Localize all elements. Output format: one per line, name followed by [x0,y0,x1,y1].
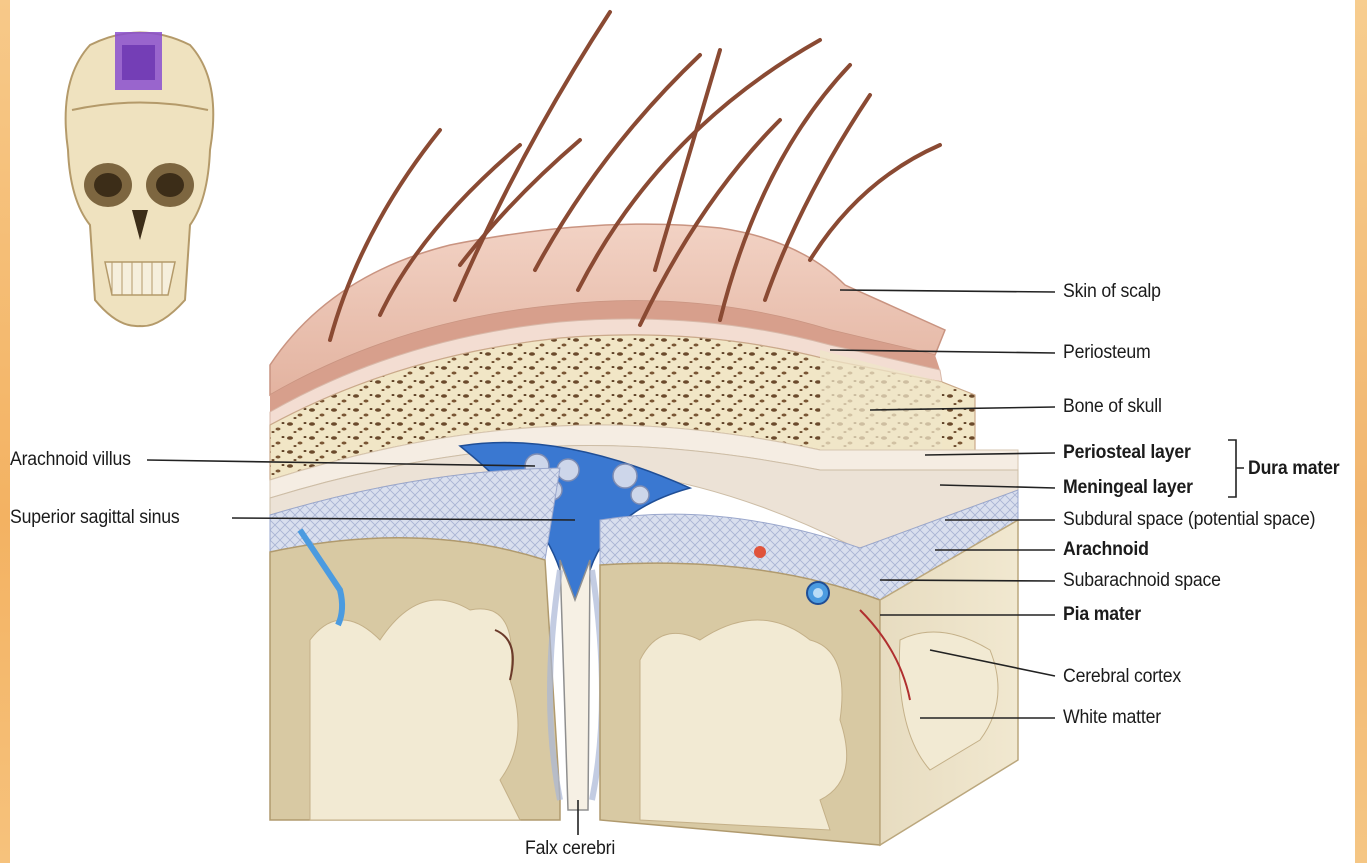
label-arachnoid: Arachnoid [1063,539,1149,561]
label-bone-of-skull: Bone of skull [1063,396,1162,418]
label-meningeal-layer: Meningeal layer [1063,477,1193,499]
label-periosteal-layer: Periosteal layer [1063,442,1191,464]
label-arachnoid-villus: Arachnoid villus [10,449,131,471]
label-subarachnoid-space: Subarachnoid space [1063,570,1221,592]
label-cerebral-cortex: Cerebral cortex [1063,666,1181,688]
label-periosteum: Periosteum [1063,342,1151,364]
left-hemisphere [270,538,560,820]
label-superior-sagittal-sinus: Superior sagittal sinus [10,507,180,529]
label-white-matter: White matter [1063,707,1161,729]
label-subdural-space: Subdural space (potential space) [1063,509,1315,531]
skull-locator-icon [66,32,214,326]
label-pia-mater: Pia mater [1063,604,1141,626]
label-dura-mater: Dura mater [1248,458,1339,480]
label-skin-of-scalp: Skin of scalp [1063,281,1161,303]
label-falx-cerebri: Falx cerebri [525,838,615,860]
